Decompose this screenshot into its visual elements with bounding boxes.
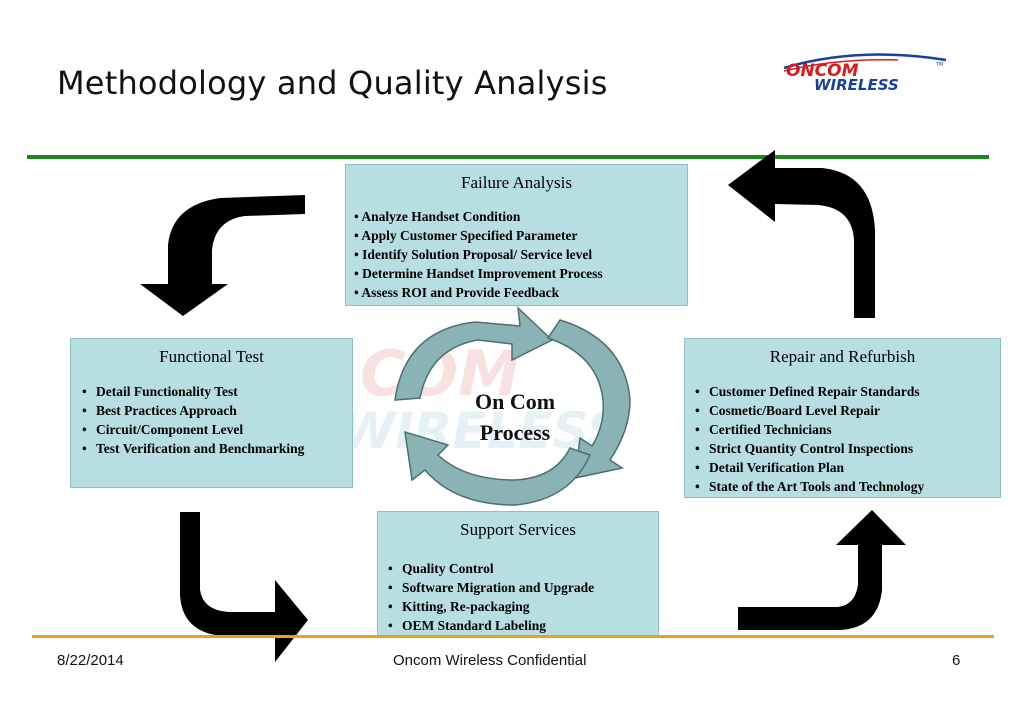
list-item: Strict Quantity Control Inspections: [695, 439, 992, 458]
orange-divider: [32, 635, 994, 638]
functional-test-list: Detail Functionality Test Best Practices…: [79, 382, 344, 458]
footer-date: 8/22/2014: [57, 652, 124, 669]
failure-analysis-title: Failure Analysis: [461, 173, 572, 192]
support-services-title: Support Services: [460, 520, 576, 539]
slide-title: Methodology and Quality Analysis: [57, 64, 608, 102]
list-item: Analyze Handset Condition: [354, 207, 679, 226]
cycle-arrow-top-icon: [394, 306, 554, 401]
center-process-label: On Com Process: [445, 386, 585, 448]
list-item: Apply Customer Specified Parameter: [354, 226, 679, 245]
list-item: Circuit/Component Level: [82, 420, 344, 439]
list-item: Quality Control: [388, 559, 650, 578]
cycle-arrow-right-icon: [546, 319, 631, 479]
list-item: Kitting, Re-packaging: [388, 597, 650, 616]
svg-text:WIRELESS: WIRELESS: [814, 76, 899, 94]
repair-refurbish-title: Repair and Refurbish: [769, 347, 916, 366]
arrow-down-right-icon: [180, 512, 308, 662]
support-services-list: Quality Control Software Migration and U…: [386, 559, 650, 635]
cycle-arrow-bottom-icon: [404, 430, 592, 506]
functional-test-title: Functional Test: [159, 347, 264, 366]
footer-confidential: Oncom Wireless Confidential: [393, 652, 587, 669]
failure-analysis-box: Failure Analysis Analyze Handset Conditi…: [345, 164, 688, 306]
arrow-turn-up-icon: [728, 150, 875, 318]
svg-text:TM: TM: [935, 62, 943, 68]
list-item: Cosmetic/Board Level Repair: [695, 401, 992, 420]
list-item: Detail Functionality Test: [82, 382, 344, 401]
list-item: Software Migration and Upgrade: [388, 578, 650, 597]
green-divider: [27, 155, 989, 159]
list-item: Determine Handset Improvement Process: [354, 264, 679, 283]
functional-test-box: Functional Test Detail Functionality Tes…: [70, 338, 353, 488]
list-item: Certified Technicians: [695, 420, 992, 439]
failure-analysis-list: Analyze Handset Condition Apply Customer…: [354, 207, 679, 302]
list-item: Assess ROI and Provide Feedback: [354, 283, 679, 302]
list-item: Best Practices Approach: [82, 401, 344, 420]
repair-refurbish-list: Customer Defined Repair Standards Cosmet…: [693, 382, 992, 496]
oncom-wireless-logo: ONCOM WIRELESS TM: [783, 53, 947, 94]
center-line-2: Process: [479, 420, 551, 445]
list-item: Test Verification and Benchmarking: [82, 439, 344, 458]
list-item: Customer Defined Repair Standards: [695, 382, 992, 401]
center-line-1: On Com: [474, 389, 556, 414]
list-item: OEM Standard Labeling: [388, 616, 650, 635]
list-item: Detail Verification Plan: [695, 458, 992, 477]
list-item: Identify Solution Proposal/ Service leve…: [354, 245, 679, 264]
support-services-box: Support Services Quality Control Softwar…: [377, 511, 659, 638]
list-item: State of the Art Tools and Technology: [695, 477, 992, 496]
repair-refurbish-box: Repair and Refurbish Customer Defined Re…: [684, 338, 1001, 498]
svg-text:ONCOM: ONCOM: [786, 61, 859, 81]
arrow-down-left-icon: [140, 195, 305, 316]
arrow-right-up-icon: [738, 510, 906, 630]
footer-page-number: 6: [952, 652, 961, 669]
